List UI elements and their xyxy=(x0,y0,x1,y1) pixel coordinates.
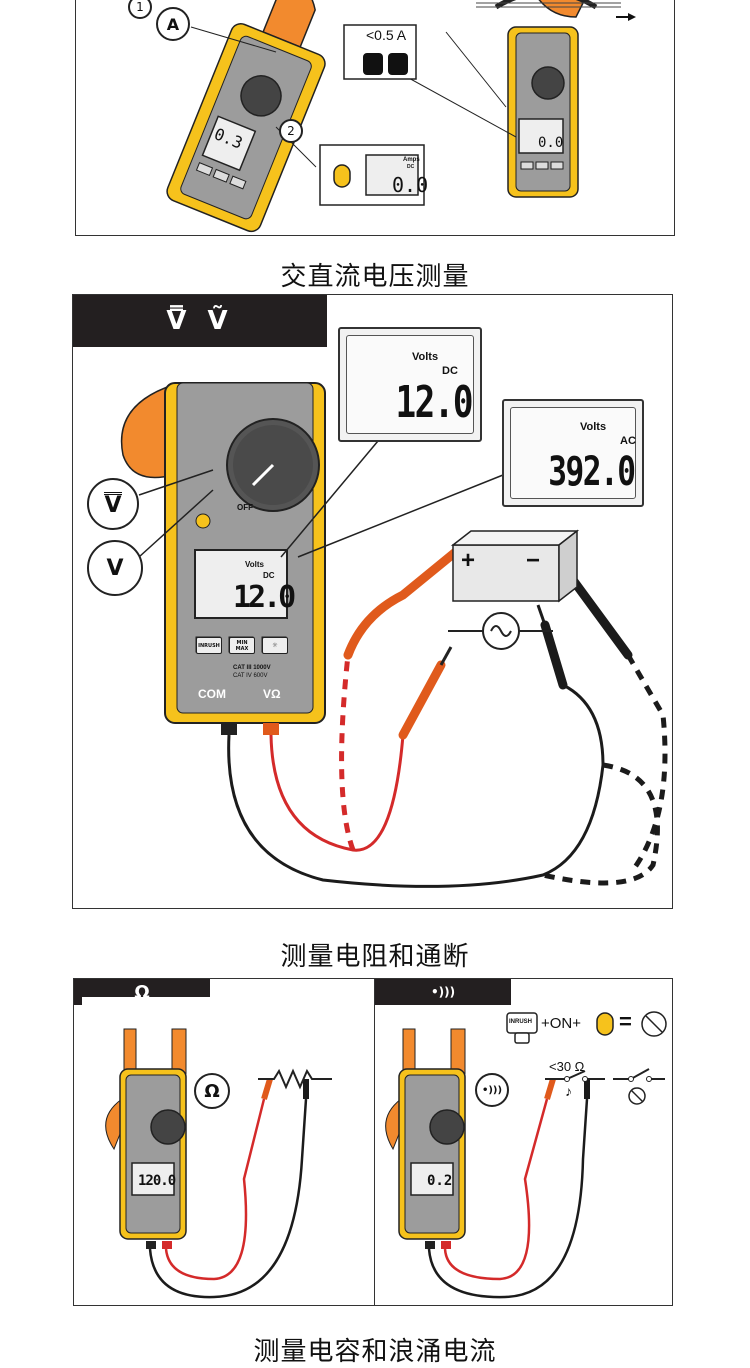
callout-2-number: 2 xyxy=(279,119,303,143)
dc-voltage-callout-display: Volts DC 12.0 xyxy=(338,327,482,442)
battery-minus: − xyxy=(526,547,541,574)
ac-callout-sub: AC xyxy=(620,435,636,447)
top-diagram-art xyxy=(166,0,636,233)
jack-vohm-label: VΩ xyxy=(263,687,281,701)
meter-lcd-value: 12.0 xyxy=(233,580,296,615)
small-lcd-sub: DC xyxy=(407,164,415,170)
continuity-tab-label: •))) xyxy=(430,985,456,999)
ac-voltage-badge: V xyxy=(87,540,143,596)
cat-rating-1: CAT III 1000V xyxy=(233,665,271,671)
min-max-button: MIN MAX xyxy=(229,637,255,654)
ac-callout-value: 392.0 xyxy=(547,449,636,495)
threshold-label: <0.5 A xyxy=(366,27,407,43)
cat-rating-2: CAT IV 600V xyxy=(233,673,268,679)
continuity-diagram-art xyxy=(385,1011,667,1299)
continuity-threshold: <30 Ω xyxy=(549,1059,585,1074)
dc-voltage-symbol: V xyxy=(104,491,122,518)
dc-callout-unit: Volts xyxy=(412,351,439,363)
white-overlay-block xyxy=(82,997,242,1027)
inrush-key-label: INRUSH xyxy=(509,1019,533,1025)
voltage-diagram-art xyxy=(120,382,668,888)
sun-icon: ☼ xyxy=(272,641,278,649)
off-label: OFF xyxy=(237,503,253,512)
top-diagram-panel: 1 A 2 <0.5 A Amps DC 0.0 0.3 0.0 xyxy=(75,0,675,236)
inrush-button: INRUSH xyxy=(196,637,222,654)
jack-com-label: COM xyxy=(198,687,226,701)
meter2-lcd-value: 0.0 xyxy=(538,135,564,151)
capacitance-section-title: 测量电容和浪涌电流 xyxy=(253,1337,497,1367)
small-lcd-unit: Amps xyxy=(403,157,420,163)
voltage-panel: V̿ Ṽ xyxy=(72,294,673,909)
voltage-mode-tab: V̿ Ṽ xyxy=(73,295,327,347)
plus-on-plus: +ON+ xyxy=(541,1015,582,1032)
resistance-panel: Ω Ω 120.0 xyxy=(73,978,375,1306)
ohm-badge: Ω xyxy=(194,1073,230,1109)
ac-voltage-callout-display: Volts AC 392.0 xyxy=(502,399,644,507)
continuity-panel: •))) •))) 0.2 INRUSH +ON+ = <30 Ω ♪ xyxy=(374,978,673,1306)
resistance-section-title: 测量电阻和通断 xyxy=(280,942,470,972)
beep-note-icon: ♪ xyxy=(565,1083,572,1099)
dc-amps-badge: A xyxy=(156,7,190,41)
battery-plus: + xyxy=(461,547,476,574)
callout-1-number: 1 xyxy=(128,0,152,19)
resistance-lcd-value: 120.0 xyxy=(138,1173,176,1189)
voltage-section-title: 交直流电压测量 xyxy=(280,262,470,292)
dc-callout-value: 12.0 xyxy=(395,377,474,428)
continuity-badge: •))) xyxy=(475,1073,509,1107)
voltage-mode-label: V̿ Ṽ xyxy=(166,306,234,336)
small-lcd-value: 0.0 xyxy=(392,173,429,197)
continuity-tab: •))) xyxy=(375,979,511,1005)
resistance-diagram-art xyxy=(105,1028,332,1299)
ac-callout-unit: Volts xyxy=(580,421,607,433)
backlight-button: ☼ xyxy=(262,637,288,654)
continuity-lcd-value: 0.2 xyxy=(427,1173,453,1189)
equals-sign: = xyxy=(619,1009,632,1034)
ac-voltage-symbol: V xyxy=(106,555,124,581)
meter-lcd-sub: DC xyxy=(263,571,275,580)
dc-voltage-badge: V xyxy=(87,478,139,530)
meter-lcd-unit: Volts xyxy=(245,560,264,569)
dc-callout-sub: DC xyxy=(442,365,458,377)
